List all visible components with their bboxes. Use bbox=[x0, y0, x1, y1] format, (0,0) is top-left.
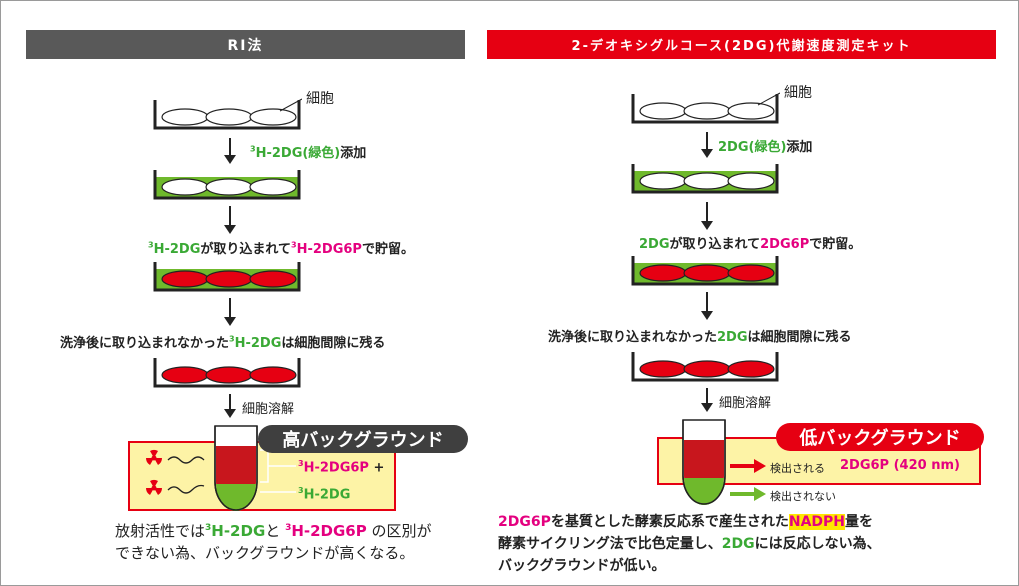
arrow-2-left bbox=[224, 206, 236, 234]
dish-green-right bbox=[631, 164, 779, 194]
dish-red-left bbox=[153, 358, 301, 388]
dish-red-green-left bbox=[153, 262, 301, 292]
right-header: 2-デオキシグルコース(2DG)代謝速度測定キット bbox=[487, 30, 996, 59]
legend-2dg-left: 3H-2DG bbox=[298, 486, 351, 503]
legend-2dg6p-left: 3H-2DG6P + bbox=[298, 459, 385, 476]
radiation-icons bbox=[145, 449, 205, 495]
lysis-label-left: 細胞溶解 bbox=[242, 402, 295, 417]
uptake-text-left: 3H-2DGが取り込まれて3H-2DG6Pで貯留。 bbox=[148, 240, 414, 257]
note-right: 2DG6Pを基質とした酵素反応系で産生されたNADPH量を 酵素サイクリング法で… bbox=[498, 514, 881, 574]
detected-target: 2DG6P (420 nm) bbox=[840, 458, 960, 473]
cell-label-right: 細胞 bbox=[784, 85, 812, 101]
cell-label-left: 細胞 bbox=[306, 91, 334, 107]
red-arrow-icon bbox=[730, 459, 766, 473]
add-label-right: 2DG(緑色)添加 bbox=[718, 140, 813, 155]
green-arrow-icon bbox=[730, 487, 766, 501]
left-header: RI法 bbox=[26, 30, 465, 59]
tube-right bbox=[682, 419, 726, 505]
radiation-icon bbox=[145, 479, 163, 495]
wash-text-right: 洗浄後に取り込まれなかった2DGは細胞間隙に残る bbox=[548, 330, 852, 345]
arrow-3-left bbox=[224, 298, 236, 326]
lysis-label-right: 細胞溶解 bbox=[719, 396, 772, 411]
dish-empty-left bbox=[153, 98, 302, 130]
dish-red-green-right bbox=[631, 256, 779, 286]
arrow-1-right bbox=[701, 132, 713, 158]
arrow-2-right bbox=[701, 202, 713, 230]
low-background-pill: 低バックグラウンド bbox=[776, 423, 984, 451]
detected-label: 検出される bbox=[770, 462, 825, 475]
not-detected-label: 検出されない bbox=[770, 490, 836, 503]
high-background-pill: 高バックグラウンド bbox=[258, 425, 468, 453]
wash-text-left: 洗浄後に取り込まれなかった3H-2DGは細胞間隙に残る bbox=[60, 334, 386, 351]
tube-left bbox=[214, 425, 258, 511]
add-label-left: 3H-2DG(緑色)添加 bbox=[250, 144, 367, 161]
radiation-icon bbox=[145, 449, 163, 465]
bracket-lines-left bbox=[260, 449, 296, 493]
arrow-3-right bbox=[701, 292, 713, 320]
arrow-1-left bbox=[224, 138, 236, 164]
arrow-4-right bbox=[701, 388, 713, 412]
arrow-4-left bbox=[224, 394, 236, 418]
dish-empty-right bbox=[631, 92, 780, 124]
uptake-text-right: 2DGが取り込まれて2DG6Pで貯留。 bbox=[639, 237, 862, 252]
detect-arrows bbox=[730, 459, 766, 501]
dish-red-right bbox=[631, 352, 779, 382]
note-left: 放射活性では3H-2DGと 3H-2DG6P の区別が できない為、バックグラウ… bbox=[115, 522, 432, 562]
dish-green-left bbox=[153, 170, 301, 200]
